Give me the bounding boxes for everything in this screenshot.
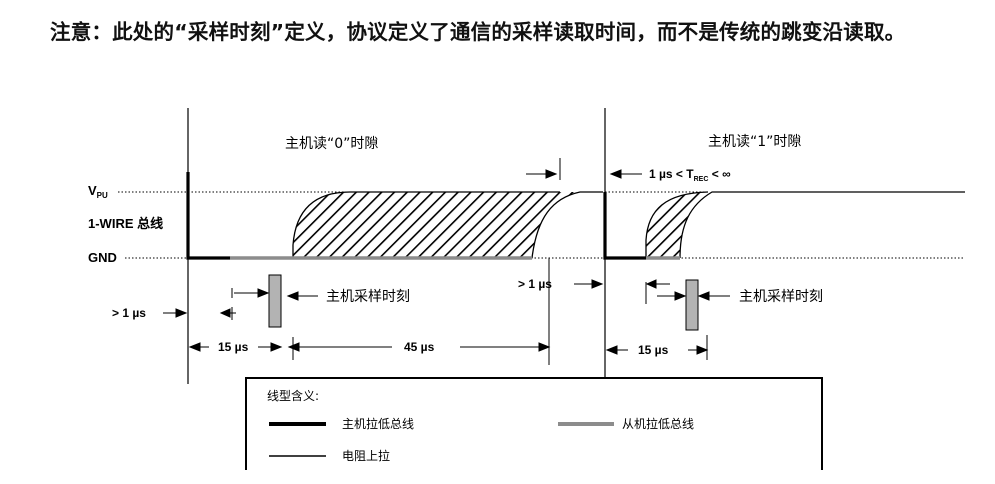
legend-title: 线型含义:: [267, 388, 319, 403]
title-read0: 主机读“0”时隙: [285, 135, 378, 152]
slave-hold-region-read0: [293, 192, 580, 258]
resistor-pullup-rise-read0: [531, 191, 603, 259]
t15-right-label: 15 µs: [638, 343, 669, 357]
note-text: 注意：此处的“采样时刻”定义，协议定义了通信的采样读取时间，而不是传统的跳变沿读…: [50, 20, 906, 44]
gt1us-left-label: > 1 µs: [112, 306, 146, 320]
gt1us-mid-label: > 1 µs: [518, 277, 552, 291]
sample-box-read1: [685, 279, 699, 331]
t15-left-label: 15 µs: [218, 340, 249, 354]
resistor-pullup-curve-read0: [292, 191, 560, 258]
bus-label: 1-WIRE 总线: [88, 216, 163, 231]
legend-master-label: 主机拉低总线: [342, 416, 414, 431]
sample-right-label: 主机采样时刻: [739, 289, 823, 305]
master-pulldown-read0: [186, 172, 230, 260]
t45-label: 45 µs: [404, 340, 435, 354]
legend-box: 线型含义: 主机拉低总线 从机拉低总线 电阻上拉: [245, 377, 823, 470]
resistor-pullup-curve-read1: [645, 191, 709, 258]
sample-box-read0: [268, 274, 282, 328]
gnd-label: GND: [88, 250, 117, 265]
trec-label: 1 µs < TREC < ∞: [649, 167, 731, 183]
legend-resistor-label: 电阻上拉: [342, 448, 390, 463]
title-read1: 主机读“1”时隙: [708, 133, 801, 150]
sample-left-label: 主机采样时刻: [326, 289, 410, 305]
legend-slave-label: 从机拉低总线: [622, 416, 694, 431]
master-pulldown-read1: [603, 192, 646, 260]
resistor-pullup-rise-read1: [679, 191, 965, 259]
vpu-label: VPU: [88, 183, 108, 200]
